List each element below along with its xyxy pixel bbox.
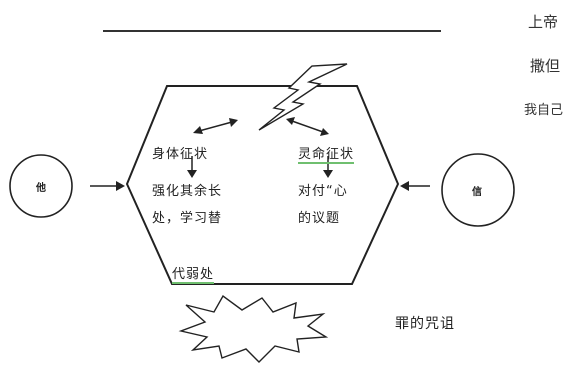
body-double-arrowhead-right [229,118,238,127]
soul-double-arrowhead-right [320,128,329,136]
body-line2: 强化其余长 [152,184,223,199]
soul-double-arrowhead-left [286,117,295,125]
label-satan: 撒但 [530,57,561,75]
body-double-arrow [198,121,233,132]
soul-double-arrow [291,120,324,133]
body-line3: 处，学习替 [152,211,223,226]
soul-line3: 的议题 [298,211,341,226]
left-circle-label: 他 [36,183,46,194]
lightning-bolt [258,63,348,131]
explosion-star [178,294,329,363]
body-down-arrowhead [187,170,197,178]
soul-down-arrowhead [323,170,333,178]
body-symptoms: 身体征状 [152,147,209,162]
central-hexagon [125,85,400,285]
right-circle-label: 信 [472,187,482,198]
right-input-arrowhead [400,181,409,191]
right-circle [441,153,515,227]
body-line4: 代弱处 [172,263,215,284]
left-circle [9,154,73,218]
soul-symptoms: 灵命征状 [298,143,355,164]
body-double-arrowhead-left [193,126,203,134]
label-self: 我自己 [524,103,564,118]
label-god: 上帝 [528,13,559,31]
soul-line2: 对付“心 [298,184,348,199]
left-input-arrowhead [116,181,125,191]
curse-of-sin-label: 罪的咒诅 [395,316,455,332]
